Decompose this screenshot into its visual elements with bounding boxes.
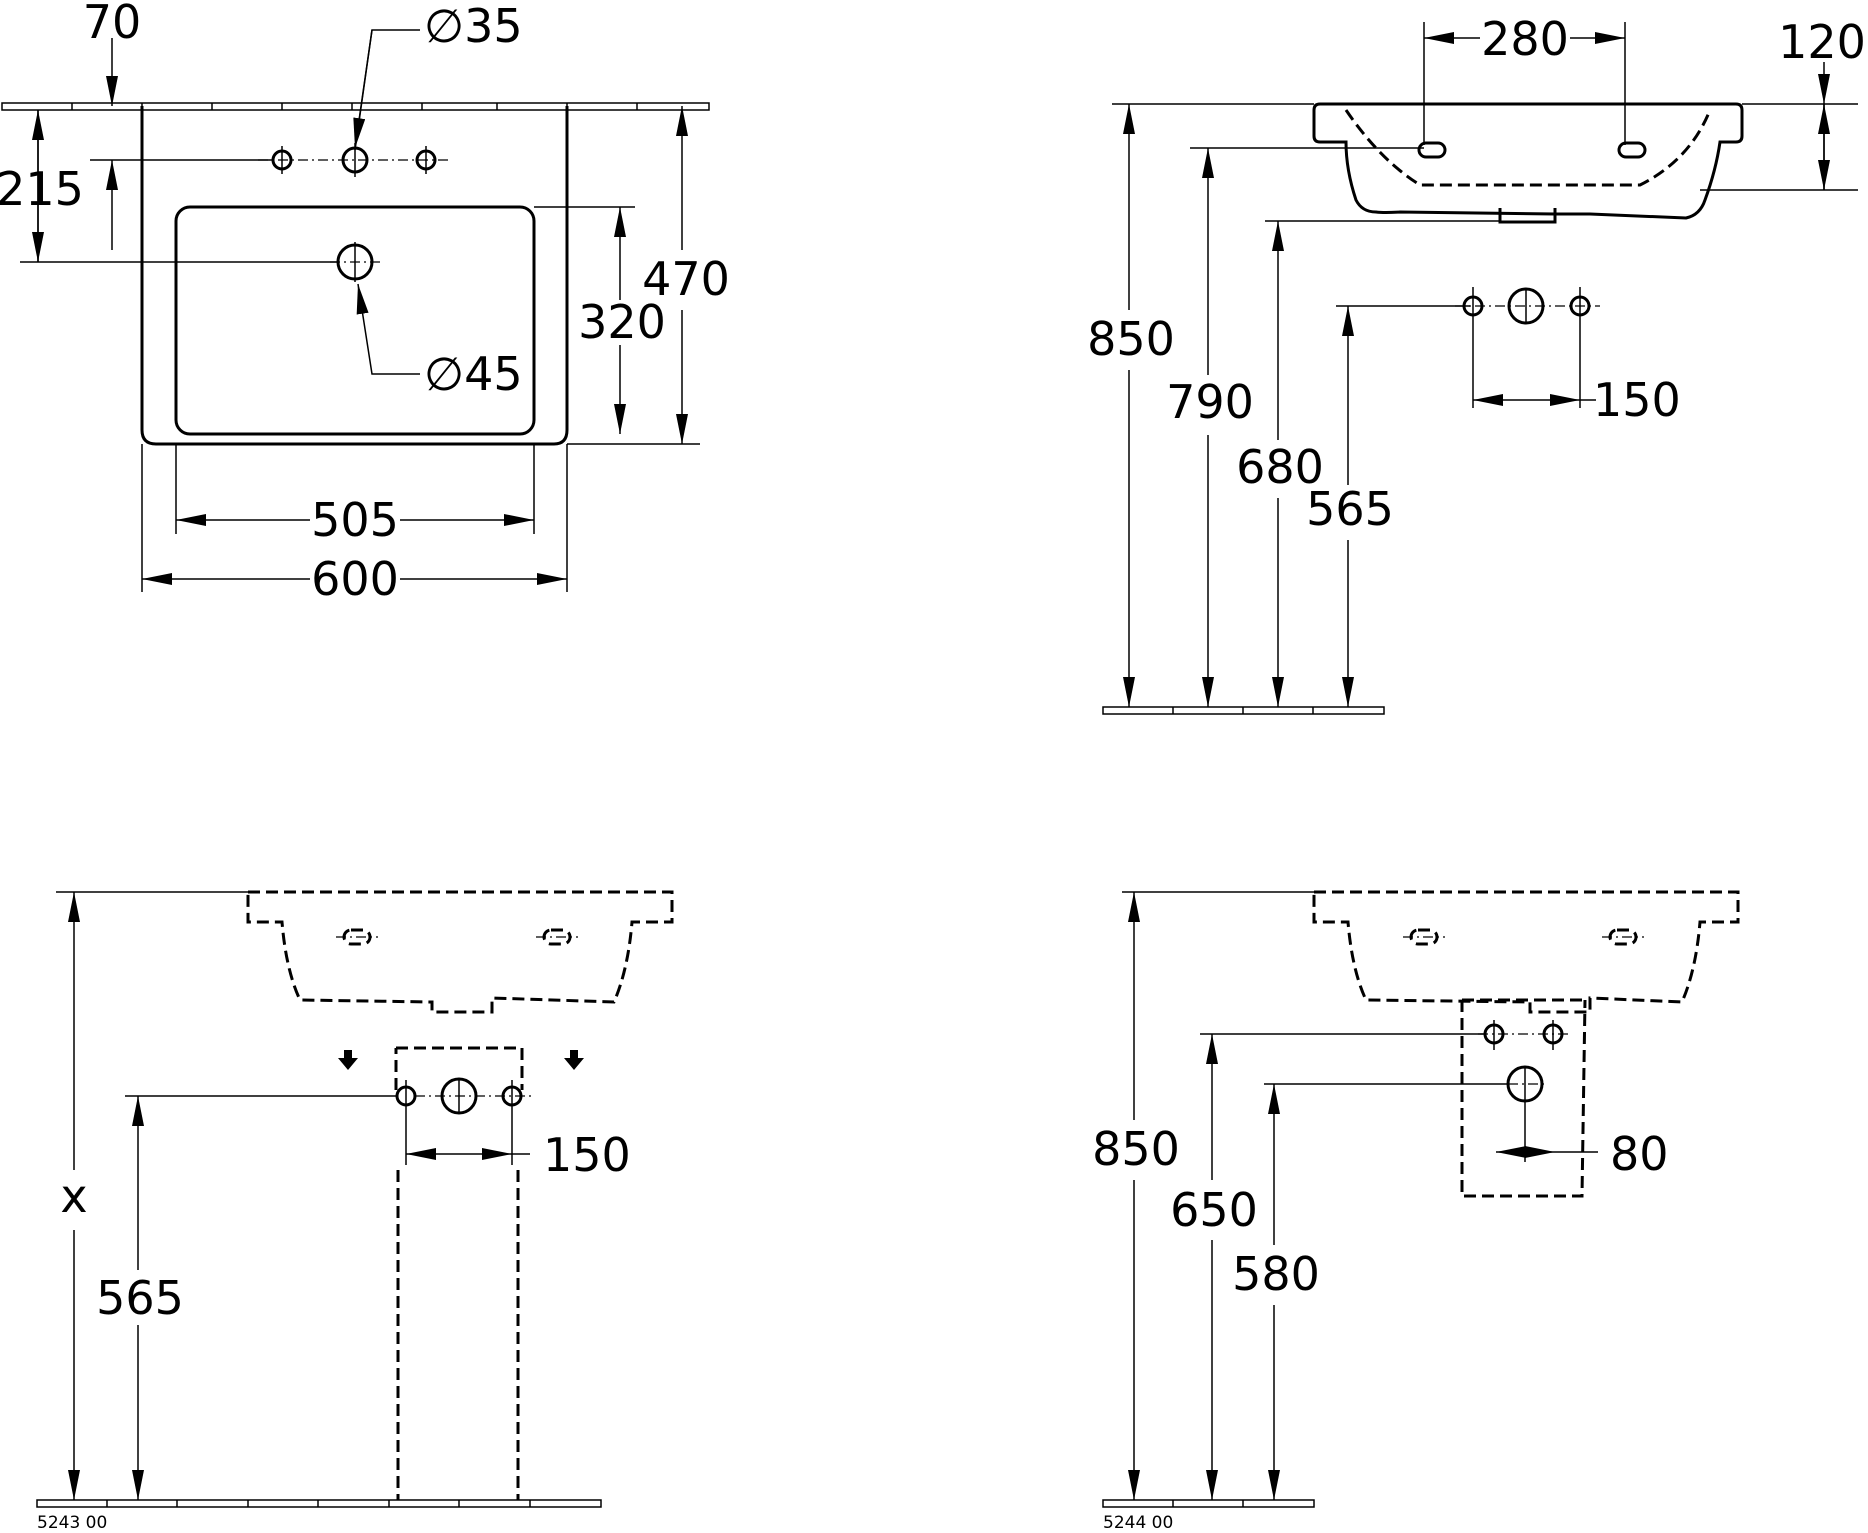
top-view: 70 ∅35 215 470 320 ∅45 505 600 <box>0 0 730 606</box>
floor-strip-pedestal <box>36 1499 602 1508</box>
dim-80: 80 <box>1610 1127 1669 1181</box>
wall-strip <box>1 102 710 111</box>
dim-280: 280 <box>1481 12 1569 66</box>
dim-580: 580 <box>1232 1247 1320 1301</box>
supply-holes-semi <box>1200 1020 1570 1162</box>
supply-holes-pedestal <box>125 1077 535 1165</box>
supply-holes-side <box>1455 287 1600 408</box>
side-view: 280 120 850 790 680 565 <box>1087 12 1866 715</box>
dim-470: 470 <box>642 252 730 306</box>
down-arrow-right <box>564 1050 584 1070</box>
dim-150-pedestal: 150 <box>543 1128 631 1182</box>
basin-dashed <box>246 890 674 1014</box>
dim-650: 650 <box>1170 1183 1258 1237</box>
dim-565: 565 <box>1306 482 1394 536</box>
dim-45: ∅45 <box>424 347 523 401</box>
basin-profile <box>1312 102 1744 220</box>
dim-120: 120 <box>1778 15 1866 69</box>
dim-565-pedestal: 565 <box>96 1271 184 1325</box>
dim-680: 680 <box>1236 440 1324 494</box>
product-code-5243: 5243 00 <box>37 1513 107 1533</box>
basin-dashed-semi <box>1312 890 1740 1014</box>
dim-850-semi: 850 <box>1092 1122 1180 1176</box>
pedestal-view: x 565 150 5243 00 <box>36 890 674 1533</box>
dim-505: 505 <box>311 493 399 547</box>
dim-790: 790 <box>1166 375 1254 429</box>
dim-35: ∅35 <box>424 0 523 53</box>
product-code-5244: 5244 00 <box>1103 1513 1173 1533</box>
dim-x: x <box>60 1169 87 1223</box>
pedestal-column <box>396 1170 520 1500</box>
basin-outline <box>140 106 569 446</box>
dim-70: 70 <box>83 0 142 49</box>
floor-strip-semi <box>1102 1499 1315 1508</box>
dim-600: 600 <box>311 552 399 606</box>
semi-pedestal-shape <box>1460 999 1587 1198</box>
semi-pedestal-view: 850 650 580 80 5244 00 <box>1092 890 1740 1533</box>
dim-320: 320 <box>578 295 666 349</box>
dim-215: 215 <box>0 162 84 216</box>
dim-850: 850 <box>1087 312 1175 366</box>
basin-bowl <box>174 205 536 436</box>
down-arrow-left <box>338 1050 358 1070</box>
dim-150-side: 150 <box>1593 373 1681 427</box>
